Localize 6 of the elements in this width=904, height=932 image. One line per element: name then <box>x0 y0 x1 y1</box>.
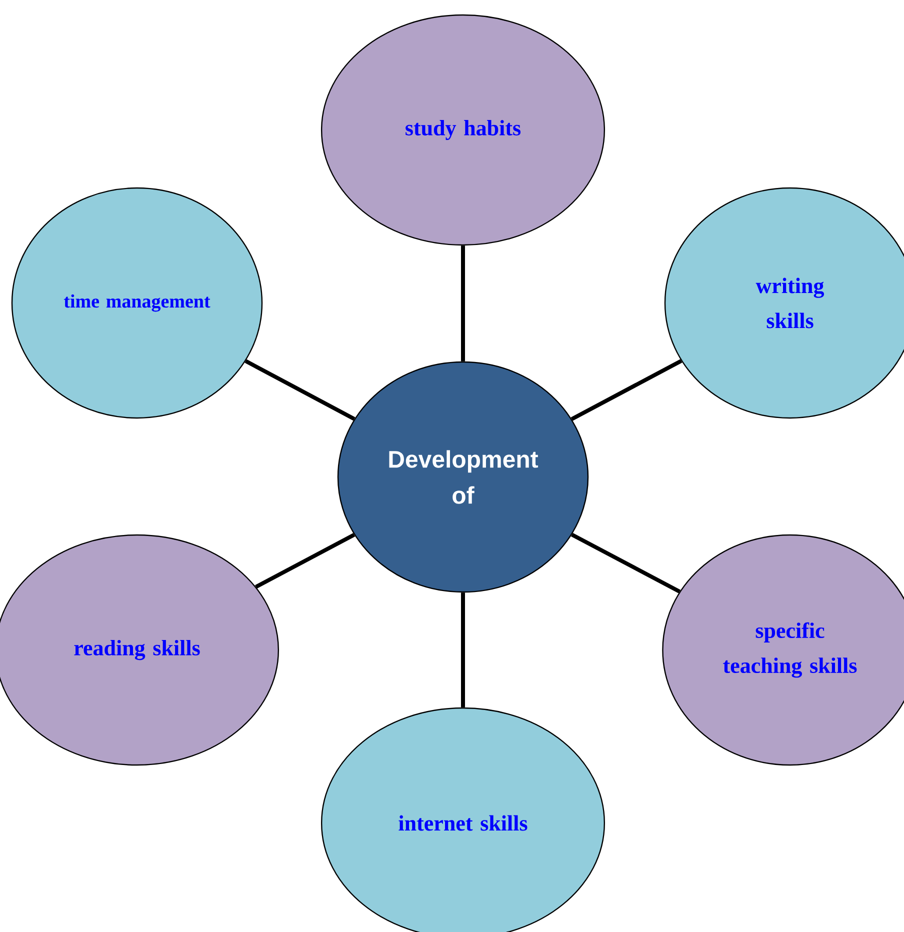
connector-line <box>244 359 356 421</box>
connector-line <box>570 532 681 594</box>
connector-line <box>255 532 356 589</box>
connector-line <box>570 359 682 421</box>
connector-line <box>461 246 465 362</box>
connector-line <box>461 592 465 708</box>
